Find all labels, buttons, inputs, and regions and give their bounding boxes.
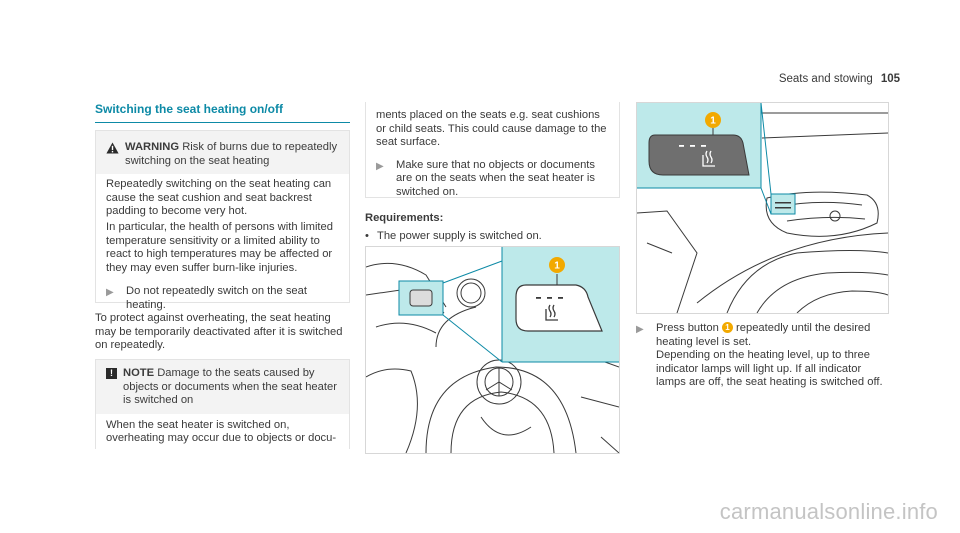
warning-paragraph: In particular, the health of persons wit… xyxy=(106,220,333,274)
bullet: • xyxy=(365,229,369,242)
requirements-heading: Requirements: xyxy=(365,212,444,224)
note-label: NOTE xyxy=(123,367,155,379)
note-box: ! NOTE Damage to the seats caused by obj… xyxy=(95,359,350,449)
warning-header: WARNING Risk of burns due to repeatedly … xyxy=(96,131,349,175)
step-arrow-icon: ▶ xyxy=(636,324,644,335)
note-step-text: Make sure that no objects or documents a… xyxy=(396,158,596,198)
figure-door-button: 1 xyxy=(636,102,889,314)
watermark: carmanualsonline.info xyxy=(719,499,938,524)
instruction-before: Press button xyxy=(656,322,719,334)
header-section: Seats and stowing xyxy=(778,73,873,85)
page-header: Seats and stowing 105 xyxy=(779,73,900,85)
warning-paragraph: Repeatedly switching on the seat heating… xyxy=(106,178,332,218)
instruction-after: repeatedly until the desired heating lev… xyxy=(656,322,871,348)
warning-step-text: Do not repeatedly switch on the seat hea… xyxy=(126,285,307,311)
warning-label: WARNING xyxy=(125,141,180,153)
note-header: ! NOTE Damage to the seats caused by obj… xyxy=(96,360,349,414)
requirement-text: The power supply is switched on. xyxy=(377,229,542,242)
door-illustration: 1 xyxy=(637,103,888,313)
note-text-part1: When the seat heater is switched on, ove… xyxy=(106,418,337,445)
step-arrow-icon: ▶ xyxy=(376,160,384,172)
callout-1: 1 xyxy=(710,116,716,127)
note-exclamation-icon: ! xyxy=(106,368,117,379)
page-number: 105 xyxy=(880,73,900,85)
warning-step: ▶ Do not repeatedly switch on the seat h… xyxy=(106,285,339,312)
note-box-continued: ments placed on the seats e.g. seat cush… xyxy=(365,102,620,198)
figure-dashboard-button: 1 xyxy=(365,246,620,454)
requirements: Requirements: • The power supply is swit… xyxy=(365,212,620,243)
instruction-detail: Depending on the heating level, up to th… xyxy=(656,349,883,389)
note-text-part2: ments placed on the seats e.g. seat cush… xyxy=(376,109,607,149)
warning-title: Risk of burns due to repeatedly switchin… xyxy=(125,141,338,167)
dashboard-illustration: 1 xyxy=(366,247,619,453)
callout-1: 1 xyxy=(554,261,560,272)
callout-1-inline: 1 xyxy=(721,322,733,333)
section-title: Switching the seat heating on/off xyxy=(95,102,350,123)
warning-triangle-icon xyxy=(106,142,119,154)
requirements-item: • The power supply is switched on. xyxy=(365,230,620,244)
warning-box: WARNING Risk of burns due to repeatedly … xyxy=(95,130,350,311)
note-title: Damage to the seats caused by objects or… xyxy=(123,367,337,407)
instruction-line: Press button 1 repeatedly until the desi… xyxy=(656,322,889,349)
step-arrow-icon: ▶ xyxy=(106,287,114,299)
instruction-step: ▶ Press button 1 repeatedly until the de… xyxy=(636,322,889,390)
note-step: ▶ Make sure that no objects or documents… xyxy=(366,150,619,200)
protect-paragraph: To protect against overheating, the seat… xyxy=(95,312,343,352)
